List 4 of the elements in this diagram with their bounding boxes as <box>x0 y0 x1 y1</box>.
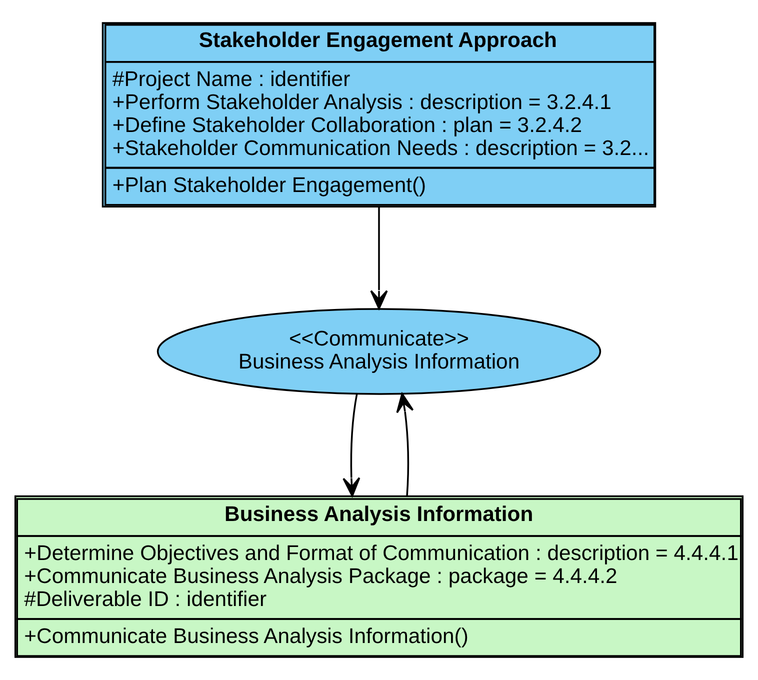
arrow <box>396 393 414 496</box>
node-ellipse: <<Communicate>> Business Analysis Information <box>156 308 602 395</box>
arrow <box>370 206 388 310</box>
arrow <box>342 394 360 497</box>
